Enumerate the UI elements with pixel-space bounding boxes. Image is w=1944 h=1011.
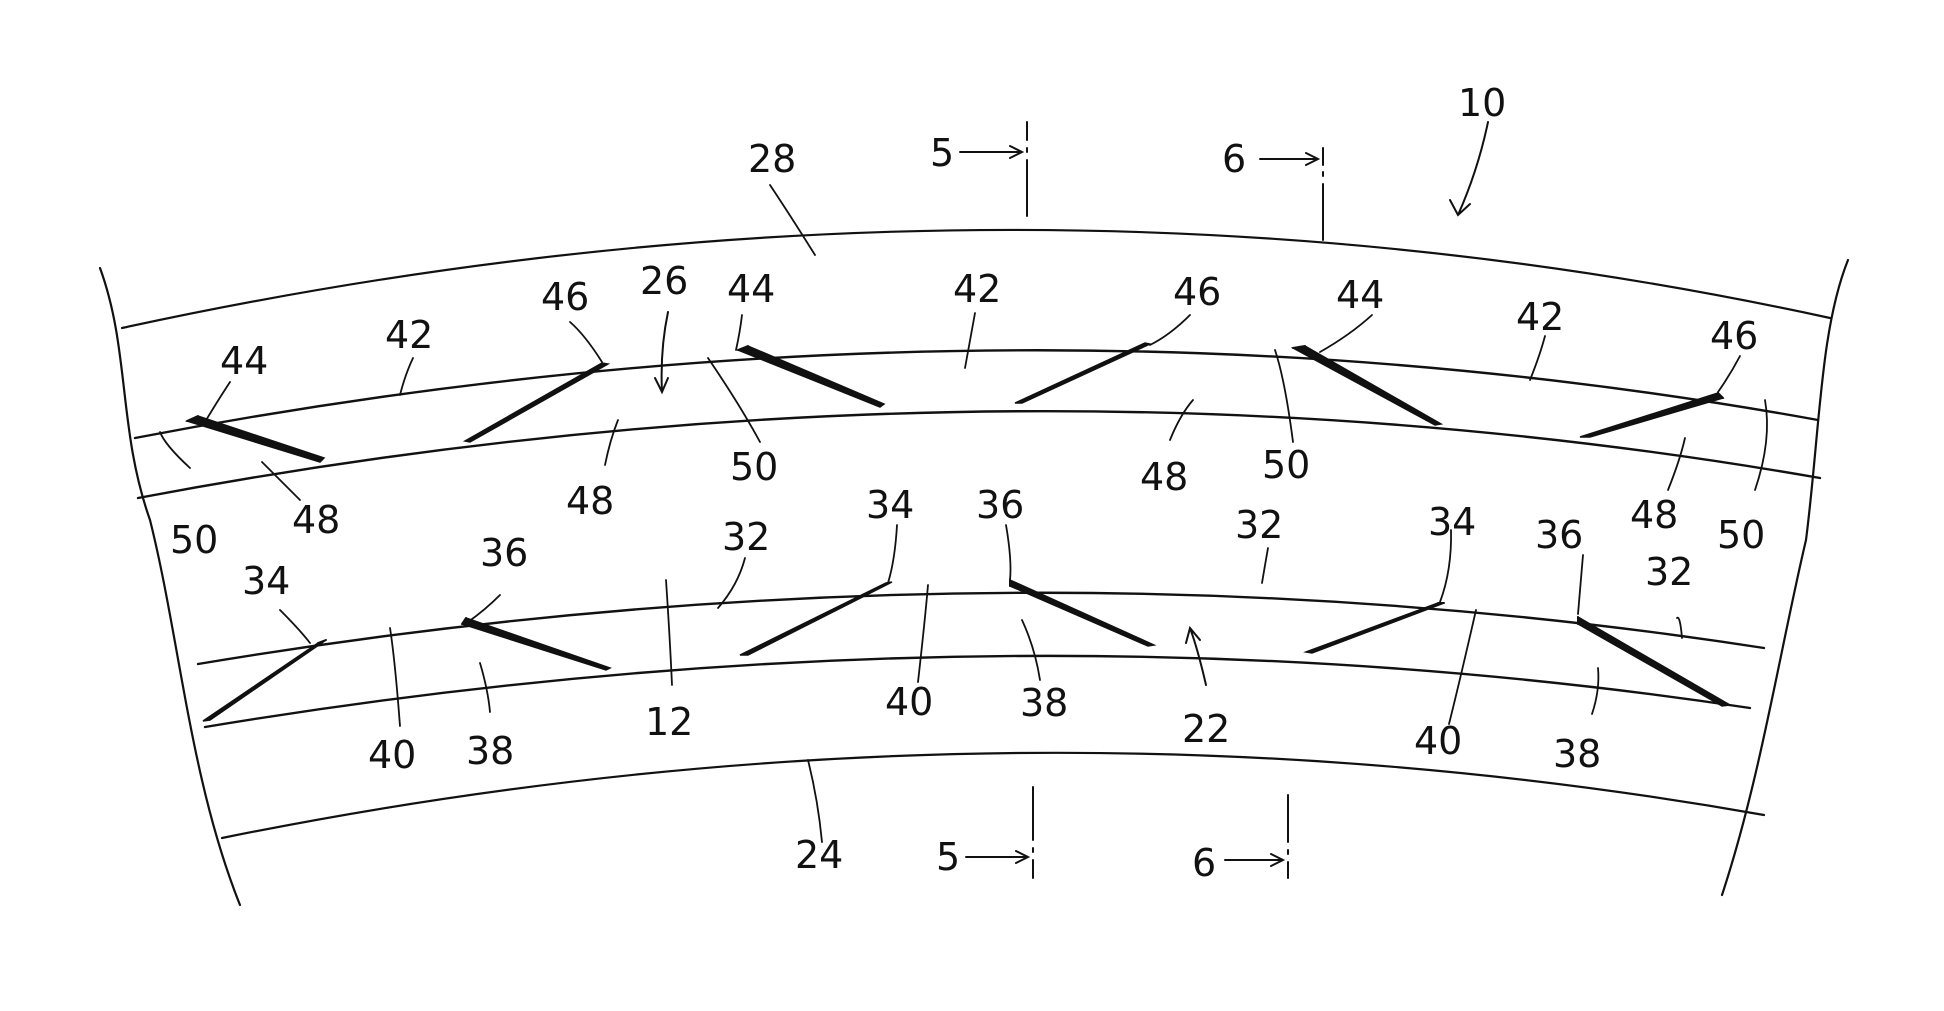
label-48c: 48 <box>1140 455 1188 499</box>
label-50a: 50 <box>170 518 218 562</box>
left-break-line <box>100 268 240 905</box>
arrow-26 <box>655 312 668 392</box>
label-32a: 32 <box>722 515 770 559</box>
arrow-5-bottom <box>966 851 1028 863</box>
label-38c: 38 <box>1553 732 1601 776</box>
upper-grooves <box>187 343 1723 462</box>
groove-46b <box>1015 343 1150 403</box>
label-22: 22 <box>1182 707 1230 751</box>
label-32c: 32 <box>1645 550 1693 594</box>
label-12: 12 <box>645 700 693 744</box>
label-50d: 50 <box>1717 513 1765 557</box>
groove-34b <box>740 582 892 655</box>
label-section-5-bottom: 5 <box>936 835 960 879</box>
label-46c: 46 <box>1710 314 1758 358</box>
upper-groove-edges <box>187 346 1723 421</box>
arrow-10 <box>1450 122 1488 215</box>
label-44a: 44 <box>220 339 268 383</box>
label-48b: 48 <box>566 479 614 523</box>
label-34a: 34 <box>242 559 290 603</box>
arrow-22 <box>1186 628 1206 685</box>
groove-44c <box>1293 346 1441 425</box>
label-40a: 40 <box>368 733 416 777</box>
section-lines <box>1027 122 1323 878</box>
label-section-6-bottom: 6 <box>1192 841 1216 885</box>
groove-44a <box>187 416 324 462</box>
label-48d: 48 <box>1630 493 1678 537</box>
outer-bottom-rim <box>222 753 1764 838</box>
groove-36a <box>462 618 610 670</box>
label-34b: 34 <box>866 483 914 527</box>
label-10: 10 <box>1458 81 1506 125</box>
label-38b: 38 <box>1020 681 1068 725</box>
arrow-6-top <box>1260 153 1318 165</box>
groove-46c <box>1580 393 1723 437</box>
arrow-5-top <box>960 146 1022 158</box>
label-38a: 38 <box>466 729 514 773</box>
label-44b: 44 <box>727 267 775 311</box>
label-44c: 44 <box>1336 273 1384 317</box>
lower-band-top-edge <box>198 593 1764 664</box>
lower-band-bottom-edge <box>205 656 1750 727</box>
label-42c: 42 <box>1516 295 1564 339</box>
label-50c: 50 <box>1262 443 1310 487</box>
groove-34c <box>1306 603 1444 653</box>
label-48a: 48 <box>292 498 340 542</box>
label-36a: 36 <box>480 531 528 575</box>
label-46b: 46 <box>1173 270 1221 314</box>
label-46a: 46 <box>541 275 589 319</box>
label-section-5-top: 5 <box>930 131 954 175</box>
label-36b: 36 <box>976 483 1024 527</box>
groove-36c <box>1578 617 1730 706</box>
lower-grooves <box>203 580 1730 721</box>
groove-36b <box>1010 580 1154 646</box>
label-32b: 32 <box>1235 503 1283 547</box>
upper-band-top-edge <box>135 350 1818 438</box>
label-40c: 40 <box>1414 719 1462 763</box>
label-40b: 40 <box>885 680 933 724</box>
label-28: 28 <box>748 137 796 181</box>
label-26: 26 <box>640 259 688 303</box>
arrow-6-bottom <box>1225 854 1283 866</box>
label-section-6-top: 6 <box>1222 137 1246 181</box>
label-36c: 36 <box>1535 513 1583 557</box>
label-42a: 42 <box>385 313 433 357</box>
label-34c: 34 <box>1428 500 1476 544</box>
label-42b: 42 <box>953 267 1001 311</box>
groove-46a <box>465 363 608 442</box>
label-50b: 50 <box>730 445 778 489</box>
label-24: 24 <box>795 833 843 877</box>
